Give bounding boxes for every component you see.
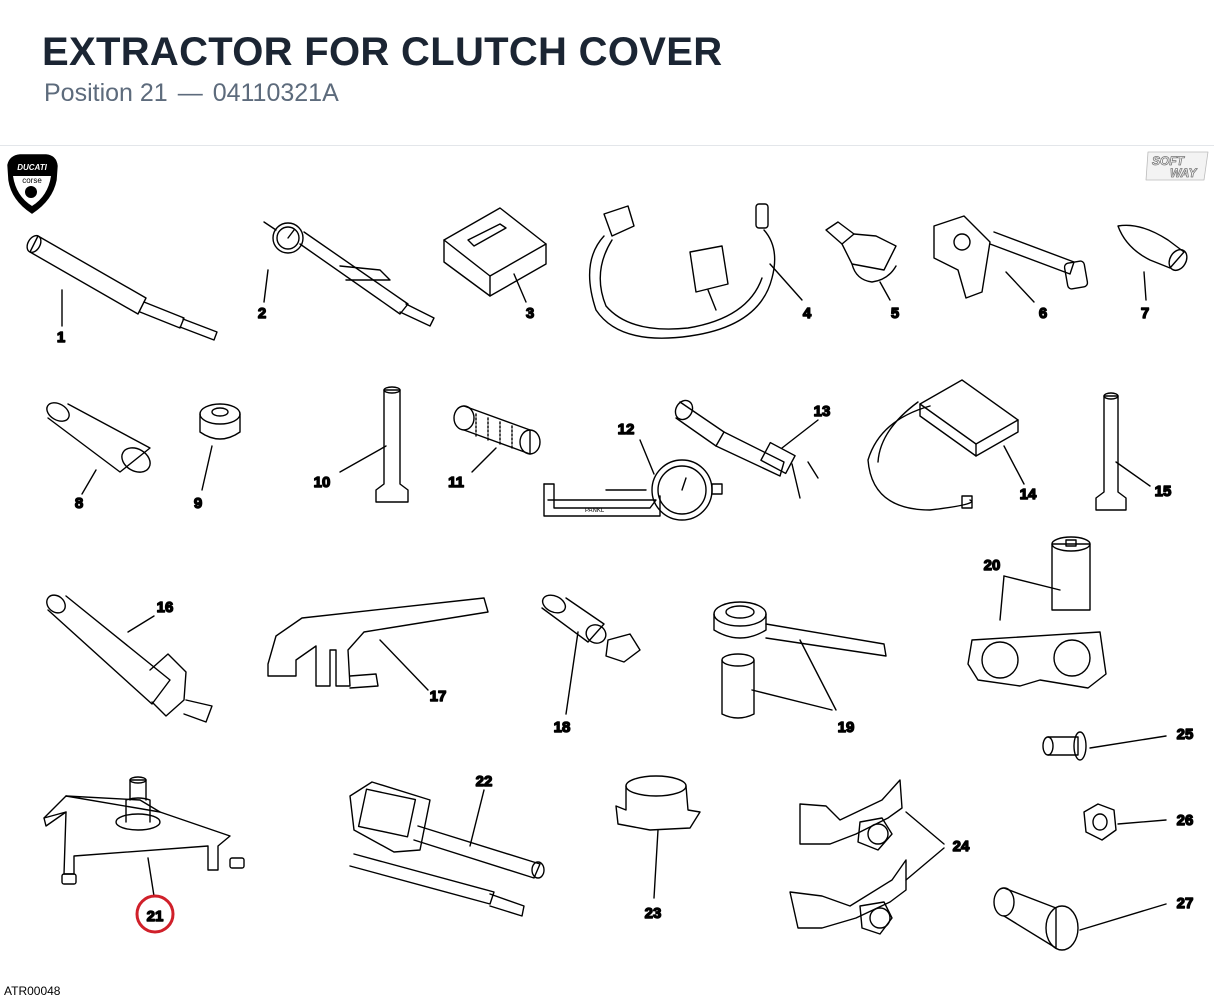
callout-13: 13 xyxy=(814,403,831,420)
gauge-brand-label: PANKL xyxy=(585,508,605,514)
callout-15: 15 xyxy=(1155,483,1172,500)
tool-10-drawing xyxy=(339,386,409,503)
tool-23-drawing xyxy=(615,775,701,899)
position-label: Position 21 xyxy=(44,79,168,107)
callout-24: 24 xyxy=(953,838,970,855)
callout-9: 9 xyxy=(194,495,202,512)
tool-26-drawing xyxy=(1083,803,1167,841)
tool-6-drawing xyxy=(933,215,1089,303)
softway-logo: SOFT WAY xyxy=(1145,151,1209,181)
callout-7: 7 xyxy=(1141,305,1149,322)
callout-21: 21 xyxy=(147,908,164,925)
tool-1-drawing xyxy=(26,234,218,341)
tool-11-drawing xyxy=(453,405,541,473)
ducati-logo-bottom: corse xyxy=(22,176,42,185)
callout-3: 3 xyxy=(526,305,534,322)
tool-17-drawing xyxy=(267,597,489,691)
tool-12-drawing: PANKL xyxy=(543,439,723,521)
callout-16: 16 xyxy=(157,599,174,616)
callout-numbers: 1 2 3 4 5 6 7 8 9 10 11 12 13 14 15 16 1… xyxy=(56,304,1194,925)
callout-2: 2 xyxy=(258,305,266,322)
header-divider xyxy=(0,145,1214,146)
callout-19: 19 xyxy=(838,719,855,736)
tool-15-drawing xyxy=(1095,392,1151,511)
callout-6: 6 xyxy=(1039,305,1047,322)
callout-23: 23 xyxy=(645,905,662,922)
callout-14: 14 xyxy=(1020,486,1037,503)
highlight-circle xyxy=(135,894,175,934)
part-number: 04110321A xyxy=(212,79,339,107)
subtitle-separator: — xyxy=(177,79,203,107)
callout-26: 26 xyxy=(1177,812,1194,829)
drawing-code: ATR00048 xyxy=(4,984,61,998)
callout-10: 10 xyxy=(314,474,331,491)
callout-5: 5 xyxy=(891,305,899,322)
tool-24-drawing xyxy=(789,779,945,935)
ducati-logo: DUCATI corse xyxy=(7,154,58,214)
tool-7-drawing xyxy=(1117,224,1188,301)
callout-8: 8 xyxy=(75,495,83,512)
callout-27: 27 xyxy=(1177,895,1194,912)
callout-25: 25 xyxy=(1177,726,1194,743)
callout-17: 17 xyxy=(430,688,447,705)
tool-5-drawing xyxy=(825,221,897,301)
tool-21-drawing xyxy=(43,776,245,897)
softway-logo-top: SOFT xyxy=(1152,154,1186,168)
tool-19-drawing xyxy=(713,601,887,719)
page-subtitle: Position 21 — 04110321A xyxy=(44,79,339,108)
callout-22: 22 xyxy=(476,773,493,790)
callout-4: 4 xyxy=(803,305,812,322)
softway-logo-bottom: WAY xyxy=(1170,166,1197,180)
ducati-logo-top: DUCATI xyxy=(17,163,47,172)
tool-9-drawing xyxy=(199,403,241,491)
tool-8-drawing xyxy=(46,402,151,495)
callout-12: 12 xyxy=(618,421,635,438)
tool-18-drawing xyxy=(541,594,641,715)
tool-16-drawing xyxy=(46,594,213,723)
callout-11: 11 xyxy=(448,474,464,491)
tool-3-drawing xyxy=(443,207,547,303)
tool-14-drawing xyxy=(867,379,1025,511)
tool-20-drawing xyxy=(967,536,1107,689)
callout-18: 18 xyxy=(554,719,571,736)
tool-13-drawing xyxy=(674,399,819,499)
page-title: EXTRACTOR FOR CLUTCH COVER xyxy=(42,30,723,74)
tool-4-drawing xyxy=(588,203,803,339)
tool-2-drawing xyxy=(263,221,435,327)
callout-20: 20 xyxy=(984,557,1001,574)
tool-22-drawing xyxy=(349,781,545,917)
tool-25-drawing xyxy=(1042,731,1167,761)
tool-27-drawing xyxy=(993,887,1167,951)
callout-1: 1 xyxy=(57,329,65,346)
